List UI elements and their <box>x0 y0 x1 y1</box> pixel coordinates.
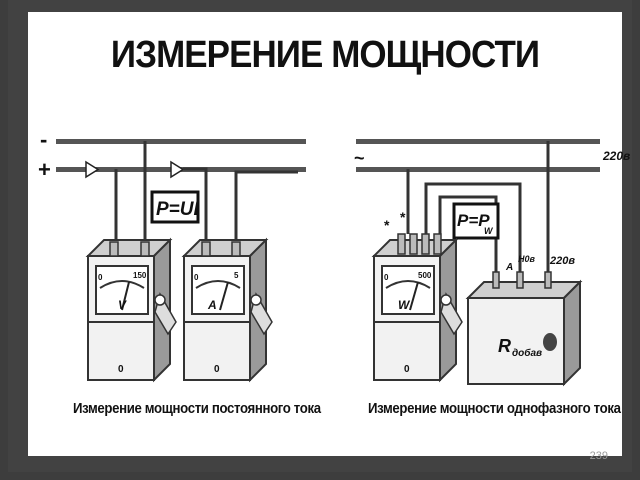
svg-text:150: 150 <box>133 271 147 280</box>
minus-sign: - <box>40 127 47 152</box>
ammeter-wire-2 <box>234 170 298 246</box>
svg-text:5: 5 <box>234 271 239 280</box>
page-number: 239 <box>589 450 608 462</box>
ammeter-wire-1 <box>183 167 208 246</box>
additional-resistor: A Н0в 220в R добав <box>465 254 583 387</box>
svg-text:500: 500 <box>418 271 432 280</box>
dc-power-diagram: - + P=UI <box>38 127 306 383</box>
voltmeter: 0 150 V 0 <box>85 237 177 383</box>
plus-sign: + <box>38 157 51 182</box>
svg-text:A: A <box>207 298 217 312</box>
svg-text:0: 0 <box>194 273 199 282</box>
slide: ИЗМЕРЕНИЕ МОЩНОСТИ - + P=UI <box>28 12 630 456</box>
wattmeter-wire-2 <box>424 182 522 274</box>
formula-box-left <box>150 190 200 224</box>
terminal-a: A <box>505 262 513 273</box>
ac-bus-2 <box>356 167 600 172</box>
line-voltage: 220в <box>602 149 630 163</box>
svg-text:0: 0 <box>384 273 389 282</box>
svg-text:0: 0 <box>404 364 410 375</box>
formula-right-sub: W <box>484 226 494 236</box>
star-mark-1: * <box>384 217 390 233</box>
caption-ac: Измерение мощности однофазного тока <box>368 400 621 417</box>
circuit-diagrams: - + P=UI <box>38 127 630 387</box>
formula-box-right <box>452 202 500 240</box>
svg-text:0: 0 <box>98 273 103 282</box>
minus-bus <box>56 139 306 144</box>
ammeter: 0 5 A 0 <box>181 237 273 383</box>
formula-right: P=P <box>457 211 490 230</box>
ac-sign: ~ <box>354 148 365 168</box>
ac-power-diagram: ~ 220в P=P W * * <box>354 139 630 387</box>
terminal-h0v: Н0в <box>518 254 536 264</box>
svg-text:V: V <box>118 298 127 312</box>
svg-text:W: W <box>398 298 411 312</box>
formula-left: P=UI <box>156 199 199 220</box>
slide-title: ИЗМЕРЕНИЕ МОЩНОСТИ <box>110 34 540 76</box>
svg-text:0: 0 <box>118 364 124 375</box>
resistor-label: R <box>498 336 511 356</box>
wattmeter: 0 500 W 0 <box>371 233 463 383</box>
star-mark-2: * <box>400 209 406 225</box>
svg-text:0: 0 <box>214 364 220 375</box>
caption-dc: Измерение мощности постоянного тока <box>73 400 321 417</box>
ac-bus-1 <box>356 139 600 144</box>
current-arrow-1 <box>85 160 100 179</box>
terminal-220v: 220в <box>549 255 575 267</box>
current-arrow-2 <box>170 160 185 179</box>
slide-frame: ИЗМЕРЕНИЕ МОЩНОСТИ - + P=UI <box>8 0 632 472</box>
resistor-sub: добав <box>512 347 542 359</box>
